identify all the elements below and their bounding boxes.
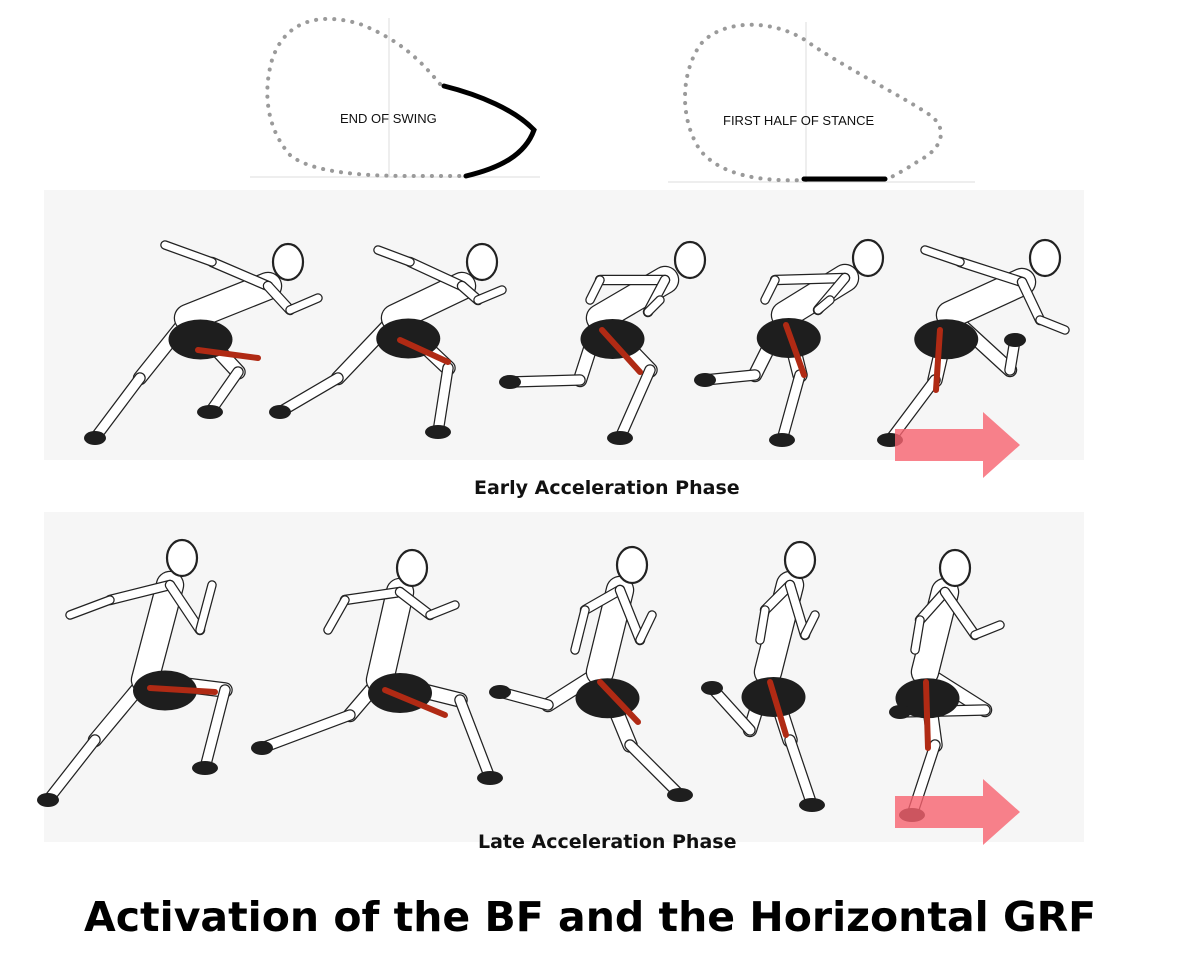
runner-figure-icon xyxy=(251,548,503,785)
runner-figure-icon xyxy=(269,242,507,439)
gait-cycle-icon xyxy=(668,22,975,183)
late-acceleration-phase-label: Late Acceleration Phase xyxy=(478,831,737,853)
force-arrow-icon xyxy=(895,412,1020,478)
main-title: Activation of the BF and the Horizontal … xyxy=(84,893,1097,941)
runner-figure-icon xyxy=(877,238,1070,447)
runner-figure-icon xyxy=(489,545,693,802)
runner-figure-icon xyxy=(694,238,885,447)
runner-figure-icon xyxy=(499,240,707,445)
runner-figure-icon xyxy=(84,240,323,445)
gait-cycle-diagrams xyxy=(250,16,975,183)
cycle-label-end-of-swing: END OF SWING xyxy=(340,111,437,126)
cycle-label-first-half-of-stance: FIRST HALF OF STANCE xyxy=(723,113,875,128)
early-acceleration-phase-label: Early Acceleration Phase xyxy=(474,477,740,499)
runner-figure-icon xyxy=(37,538,233,807)
late-row-background xyxy=(44,512,1084,842)
runner-figure-icon xyxy=(701,540,825,812)
gait-cycle-icon xyxy=(250,16,540,179)
force-arrow-icon xyxy=(895,779,1020,845)
